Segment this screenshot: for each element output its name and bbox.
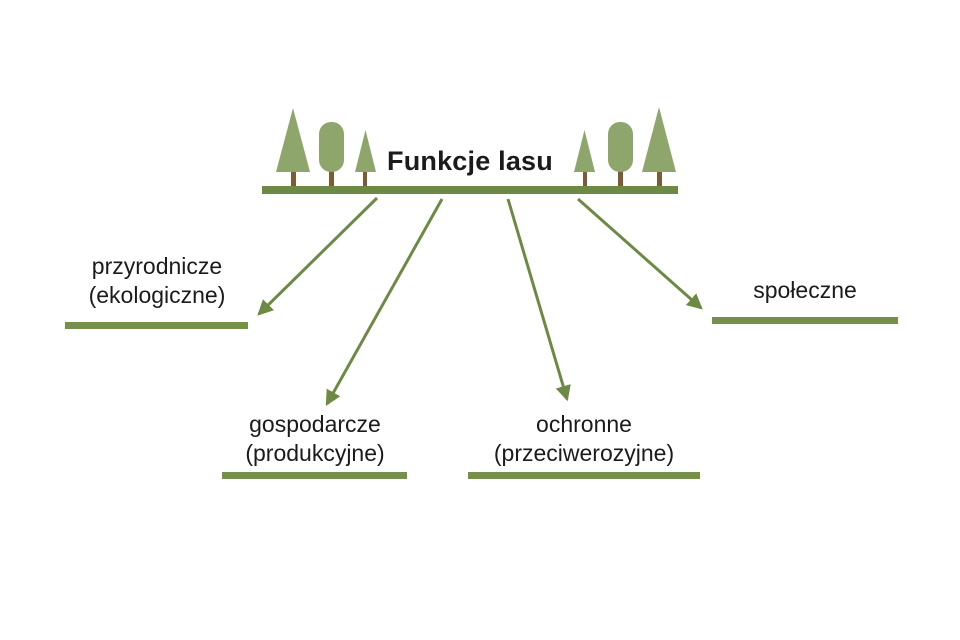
label-line: ochronne: [536, 411, 632, 437]
tree-trunk: [291, 168, 296, 186]
label-ochronne: ochronne (przeciwerozyjne): [454, 410, 714, 468]
tree-trunk: [657, 168, 662, 186]
arrow-to-spoleczne: [577, 197, 703, 310]
page-title: Funkcje lasu: [387, 146, 553, 176]
tree-trunk: [363, 168, 367, 186]
ground-line: [262, 186, 678, 194]
label-line: przyrodnicze: [91, 253, 223, 279]
label-line: społeczne: [753, 277, 857, 303]
deciduous-tree-icon: [319, 122, 344, 172]
label-gospodarcze: gospodarcze (produkcyjne): [195, 410, 435, 468]
label-przyrodnicze: przyrodnicze (ekologiczne): [37, 252, 277, 310]
label-line: gospodarcze: [249, 411, 381, 437]
deciduous-tree-icon: [608, 122, 633, 172]
label-line: (ekologiczne): [88, 282, 226, 308]
arrow-to-gospodarcze: [325, 198, 444, 407]
tree-trunk: [618, 168, 623, 186]
arrow-to-ochronne: [506, 198, 571, 402]
label-line: (produkcyjne): [245, 440, 385, 466]
label-spoleczne: społeczne: [705, 276, 905, 305]
underline-przyrodnicze: [65, 322, 248, 329]
label-line: (przeciwerozyjne): [493, 440, 675, 466]
underline-gospodarcze: [222, 472, 407, 479]
tree-trunk: [329, 168, 334, 186]
tree-trunk: [583, 168, 587, 186]
underline-ochronne: [468, 472, 700, 479]
underline-spoleczne: [712, 317, 898, 324]
